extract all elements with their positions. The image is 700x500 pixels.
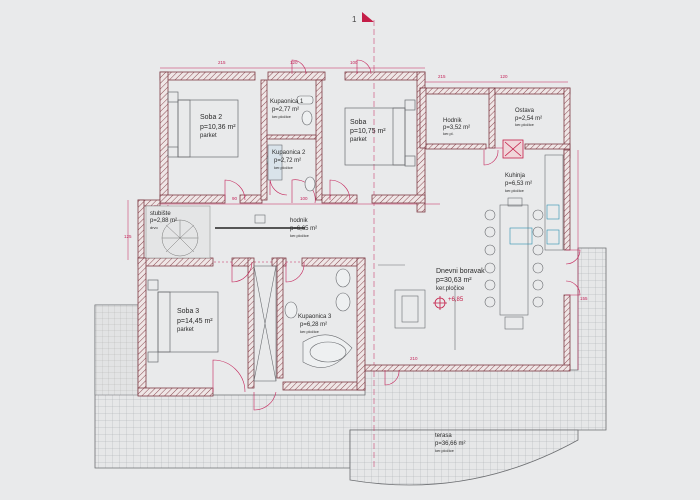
- room-labels: Soba 2 p=10,36 m² parket Kupaonica 1 p=2…: [150, 99, 542, 453]
- wardrobe: [253, 265, 277, 382]
- room-floor: ker.pločice: [290, 233, 310, 238]
- room-floor: ker.pločice: [272, 114, 292, 119]
- room-area: p=30,63 m²: [436, 277, 472, 284]
- kitchen-furniture: [378, 154, 564, 350]
- bathroom-fixtures: [215, 95, 353, 368]
- room-area: p=6,53 m²: [505, 181, 532, 187]
- elevation-label: +6,85: [448, 297, 464, 303]
- room-floor: drvo: [150, 225, 159, 230]
- room-floor: ker.pločice: [515, 122, 535, 127]
- room-floor: parket: [350, 137, 367, 143]
- room-area: p=2,77 m²: [272, 107, 299, 113]
- room-area: p=36,66 m²: [435, 441, 466, 447]
- room-area: p=10,36 m²: [200, 124, 236, 131]
- room-area: p=14,45 m²: [177, 318, 213, 325]
- dim-label: 215: [218, 60, 226, 65]
- room-floor: ker.pločice: [505, 188, 525, 193]
- dim-label: 120: [500, 74, 508, 79]
- dim-label: 100: [350, 60, 358, 65]
- section-number: 1: [352, 15, 357, 24]
- room-name: Hodnik: [443, 118, 463, 124]
- dim-label: 120: [290, 60, 298, 65]
- section-marker: 1: [352, 12, 374, 24]
- room-name: Kuhinja: [505, 173, 526, 179]
- beds: [147, 91, 416, 363]
- elevation-marker: +6,85: [433, 296, 464, 310]
- room-floor: parket: [200, 133, 217, 139]
- room-floor: parket: [177, 327, 194, 333]
- spiral-stairs: [145, 205, 211, 259]
- dim-label: 210: [410, 356, 418, 361]
- room-name: Soba 2: [200, 114, 222, 121]
- room-name: stubište: [150, 211, 171, 217]
- walls: [137, 71, 571, 397]
- dim-label: 90: [232, 196, 238, 201]
- room-area: p=6,28 m²: [300, 322, 327, 328]
- dim-label: 100: [300, 196, 308, 201]
- room-name: hodnik: [290, 218, 309, 224]
- room-name: terasa: [435, 433, 452, 439]
- room-name: Kupaonica 1: [270, 99, 304, 105]
- room-name: Kupaonica 3: [298, 314, 332, 320]
- room-floor: ker.pl.: [443, 131, 454, 136]
- room-name: Soba: [350, 119, 366, 126]
- room-area: p=6,65 m²: [290, 226, 317, 232]
- room-area: p=10,75 m²: [350, 128, 386, 135]
- room-area: p=3,52 m²: [443, 125, 470, 131]
- terrace-area: [94, 247, 607, 486]
- room-name: Soba 3: [177, 308, 199, 315]
- room-floor: ker.pločice: [435, 448, 455, 453]
- dim-label: 125: [124, 234, 132, 239]
- room-name: Dnevni boravak: [436, 268, 485, 275]
- room-area: p=2,54 m²: [515, 116, 542, 122]
- room-floor: ker.pločice: [436, 286, 465, 292]
- dim-label: 215: [438, 74, 446, 79]
- chimney: [502, 139, 524, 159]
- room-name: Ostava: [515, 108, 535, 114]
- dim-label: 155: [580, 296, 588, 301]
- dimension-labels: 215 120 100 215 120 125 155 90 100 210: [124, 60, 588, 361]
- room-floor: ker.pločice: [274, 165, 294, 170]
- room-name: Kupaonica 2: [272, 150, 306, 156]
- room-area: p=2,72 m²: [274, 158, 301, 164]
- room-floor: ker.pločice: [300, 329, 320, 334]
- room-area: p=2,88 m²: [150, 218, 177, 224]
